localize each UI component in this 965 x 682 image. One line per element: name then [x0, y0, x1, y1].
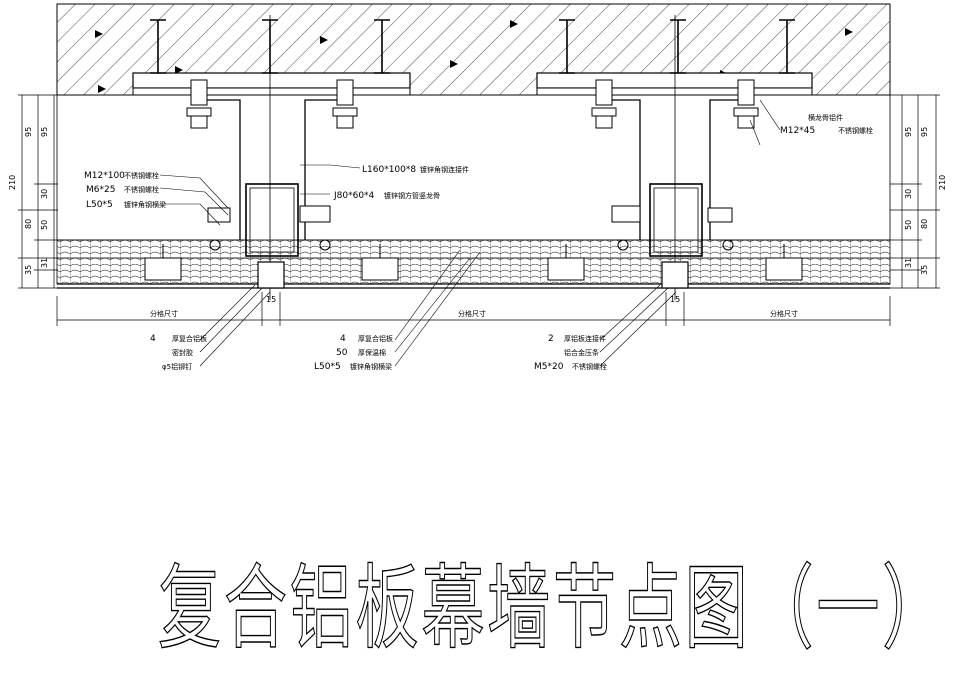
bottom-mid-50-note: 厚保温棉	[358, 348, 386, 357]
bottom-right-2-note: 厚铝板连接件	[564, 334, 606, 343]
callout-mid-2-note: 镀锌钢方管竖龙骨	[384, 191, 440, 200]
callout-left-m12-note: 不锈钢螺栓	[124, 171, 159, 180]
dim-bottom-15-left: 15	[266, 295, 276, 304]
dim-labels-right: 95 95 210 30 80 50 35 31	[904, 127, 947, 275]
leader-lines	[159, 99, 781, 367]
svg-text:95: 95	[40, 127, 49, 137]
bottom-mid-50: 50	[336, 348, 348, 358]
dimension-left	[18, 94, 58, 289]
svg-text:210: 210	[938, 175, 947, 190]
bottom-left-seal: 密封胶	[172, 348, 193, 357]
dim-bottom-span-2: 分格尺寸	[458, 309, 486, 318]
svg-text:210: 210	[8, 175, 17, 190]
bottom-right-2: 2	[548, 334, 554, 344]
bottom-mid-4-note: 厚复合铝板	[358, 334, 393, 343]
svg-text:30: 30	[904, 189, 913, 199]
callout-left-m6-note: 不锈钢螺栓	[124, 185, 159, 194]
callout-right-2-note: 不锈钢螺栓	[838, 126, 873, 135]
callout-left-l50-note: 镀锌角钢横梁	[124, 200, 166, 209]
svg-text:50: 50	[40, 220, 49, 230]
svg-text:95: 95	[904, 127, 913, 137]
callout-left-m6: M6*25	[86, 185, 115, 195]
bottom-mid-l50: L50*5	[314, 362, 341, 372]
svg-text:30: 30	[40, 189, 49, 199]
insulation-wool	[56, 239, 891, 285]
callout-left-l50: L50*5	[86, 200, 113, 210]
bottom-right-m5-note: 不锈钢螺栓	[572, 362, 607, 371]
composite-panels	[57, 261, 890, 289]
bottom-mid-l50-note: 镀锌角钢横梁	[350, 362, 392, 371]
anchor-bolts	[186, 79, 759, 129]
callout-right-2: M12*45	[780, 126, 815, 136]
svg-text:35: 35	[920, 265, 929, 275]
drawing-title: 复合铝板幕墙节点图（一）	[158, 555, 948, 662]
callout-mid-2: J80*60*4	[333, 191, 375, 201]
dim-bottom-15-right: 15	[670, 295, 680, 304]
svg-text:95: 95	[24, 127, 33, 137]
dimension-bottom	[56, 292, 891, 326]
dim-labels-left: 95 95 210 30 80 50 35 31	[8, 127, 49, 275]
dim-bottom-span-3: 分格尺寸	[770, 309, 798, 318]
svg-text:50: 50	[904, 220, 913, 230]
bottom-right-strip: 铝合金压条	[564, 348, 599, 357]
svg-text:31: 31	[904, 258, 913, 268]
bottom-left-4-note: 厚复合铝板	[172, 334, 207, 343]
bottom-mid-4: 4	[340, 334, 346, 344]
svg-text:95: 95	[920, 127, 929, 137]
callout-right-1: 横龙骨铝件	[808, 113, 843, 122]
bottom-left-4: 4	[150, 334, 156, 344]
dimension-right	[890, 94, 940, 289]
dim-bottom-span-1: 分格尺寸	[150, 309, 178, 318]
callout-mid-1-note: 镀锌角钢连接件	[420, 165, 469, 174]
panel-clips	[144, 244, 803, 281]
svg-text:35: 35	[24, 265, 33, 275]
svg-text:31: 31	[40, 258, 49, 268]
bottom-right-m5: M5*20	[534, 362, 564, 372]
callout-mid-1: L160*100*8	[362, 165, 416, 175]
svg-text:80: 80	[24, 219, 33, 229]
bottom-left-rivet: φ5铝铆钉	[162, 362, 192, 371]
svg-text:80: 80	[920, 219, 929, 229]
angle-brackets	[200, 99, 745, 240]
callout-left-m12: M12*100	[84, 171, 125, 181]
